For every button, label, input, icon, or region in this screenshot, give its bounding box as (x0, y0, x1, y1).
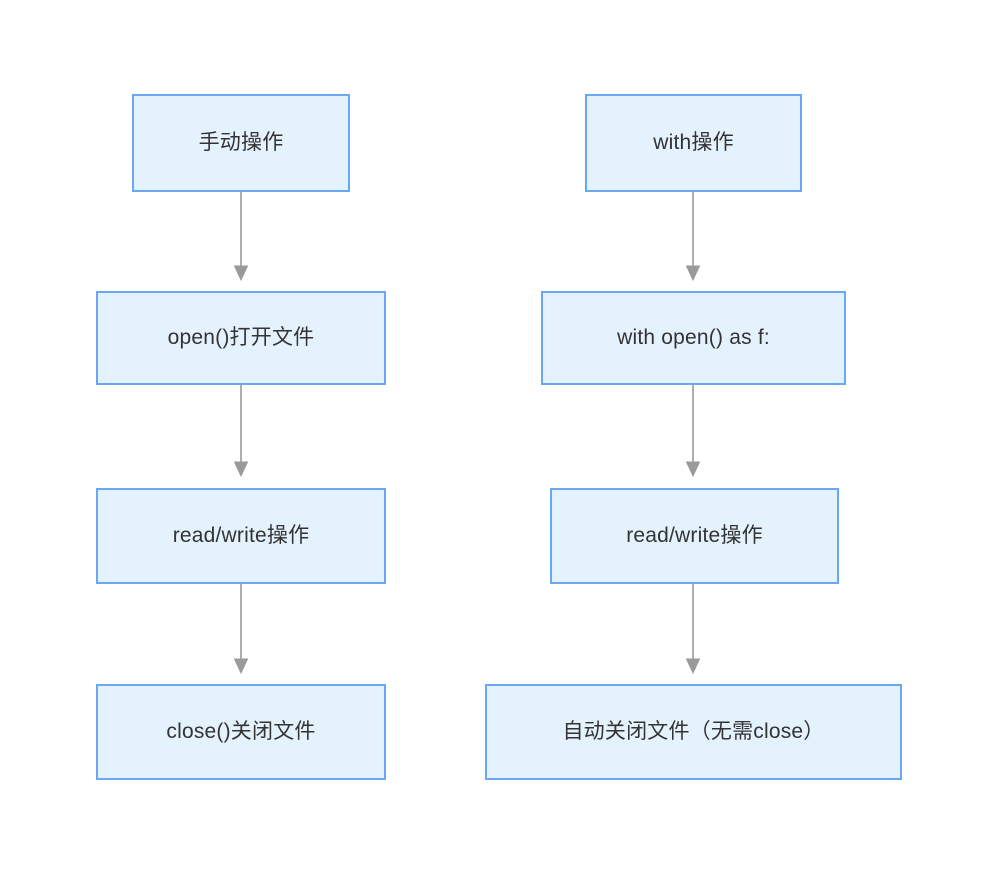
node-label: read/write操作 (626, 524, 763, 548)
node-with-open-as-f[interactable]: with open() as f: (541, 291, 846, 385)
node-label: with open() as f: (617, 326, 770, 350)
edge-l3-to-l4 (232, 584, 250, 685)
node-label: with操作 (653, 131, 734, 155)
node-read-write-operation-left[interactable]: read/write操作 (96, 488, 386, 584)
node-close-file[interactable]: close()关闭文件 (96, 684, 386, 780)
edge-r1-to-r2 (684, 192, 702, 292)
node-label: close()关闭文件 (166, 720, 316, 744)
node-label: read/write操作 (172, 524, 310, 548)
edge-r2-to-r3 (684, 385, 702, 489)
node-with-operation[interactable]: with操作 (585, 94, 802, 192)
node-open-file[interactable]: open()打开文件 (96, 291, 386, 385)
node-label: open()打开文件 (167, 326, 315, 350)
node-read-write-operation-right[interactable]: read/write操作 (550, 488, 839, 584)
node-label: 手动操作 (198, 131, 284, 155)
node-auto-close-file[interactable]: 自动关闭文件（无需close） (485, 684, 902, 780)
node-label: 自动关闭文件（无需close） (562, 720, 825, 744)
edge-l1-to-l2 (232, 192, 250, 292)
node-manual-operation[interactable]: 手动操作 (132, 94, 350, 192)
edge-l2-to-l3 (232, 385, 250, 489)
edge-r3-to-r4 (684, 584, 702, 685)
